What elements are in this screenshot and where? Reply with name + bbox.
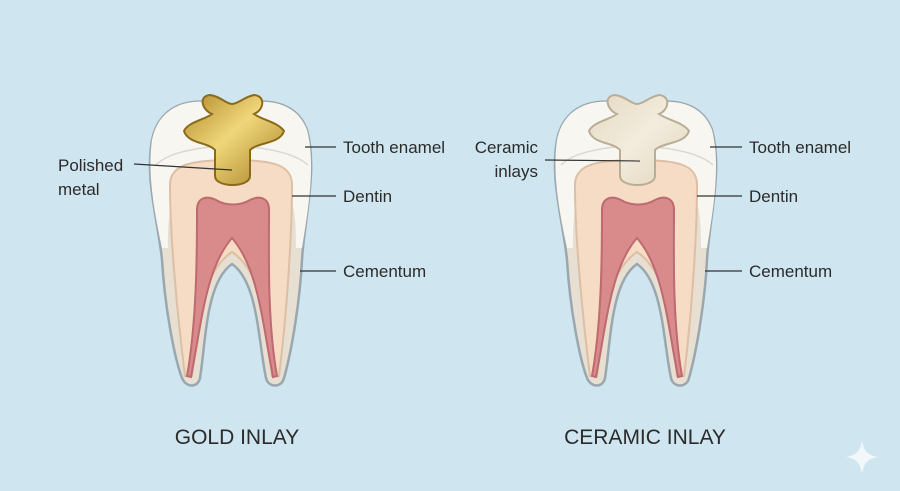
label-polished-metal-1: Polished (58, 156, 123, 175)
label-tooth-enamel-left: Tooth enamel (343, 138, 445, 157)
label-dentin-right: Dentin (749, 187, 798, 206)
label-polished-metal-2: metal (58, 180, 100, 199)
label-ceramic-inlays-2: inlays (495, 162, 538, 181)
gold-inlay-tooth (148, 94, 313, 387)
ceramic-inlay-tooth (553, 94, 718, 387)
label-tooth-enamel-right: Tooth enamel (749, 138, 851, 157)
label-ceramic-inlays-1: Ceramic (475, 138, 539, 157)
label-dentin-left: Dentin (343, 187, 392, 206)
sparkle-icon (846, 440, 878, 474)
label-cementum-right: Cementum (749, 262, 832, 281)
title-gold-inlay: GOLD INLAY (175, 426, 299, 449)
title-ceramic-inlay: CERAMIC INLAY (564, 426, 726, 449)
label-cementum-left: Cementum (343, 262, 426, 281)
